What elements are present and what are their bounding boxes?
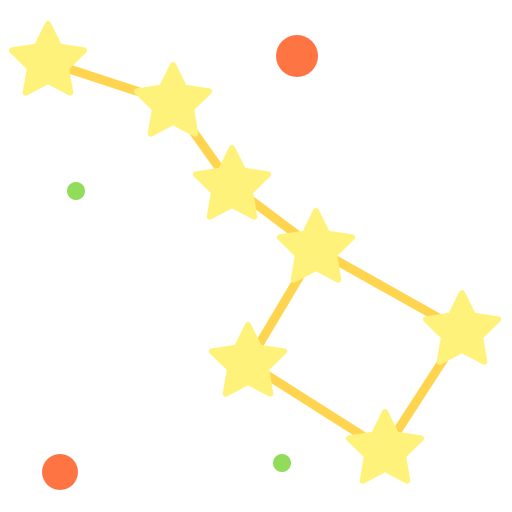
constellation-lines bbox=[43, 57, 467, 455]
green-dot-bottom bbox=[273, 454, 291, 472]
star-icon bbox=[422, 290, 502, 365]
orange-dot-top bbox=[276, 35, 318, 77]
star-icon bbox=[345, 409, 425, 484]
star-icon bbox=[192, 145, 272, 220]
decorative-dots bbox=[42, 35, 318, 490]
orange-dot-bottom bbox=[42, 454, 78, 490]
star-icon bbox=[276, 208, 356, 283]
constellation-stars bbox=[8, 21, 502, 484]
star-icon bbox=[208, 322, 288, 397]
green-dot-left bbox=[67, 182, 85, 200]
star-icon bbox=[8, 21, 88, 96]
star-icon bbox=[133, 62, 213, 137]
